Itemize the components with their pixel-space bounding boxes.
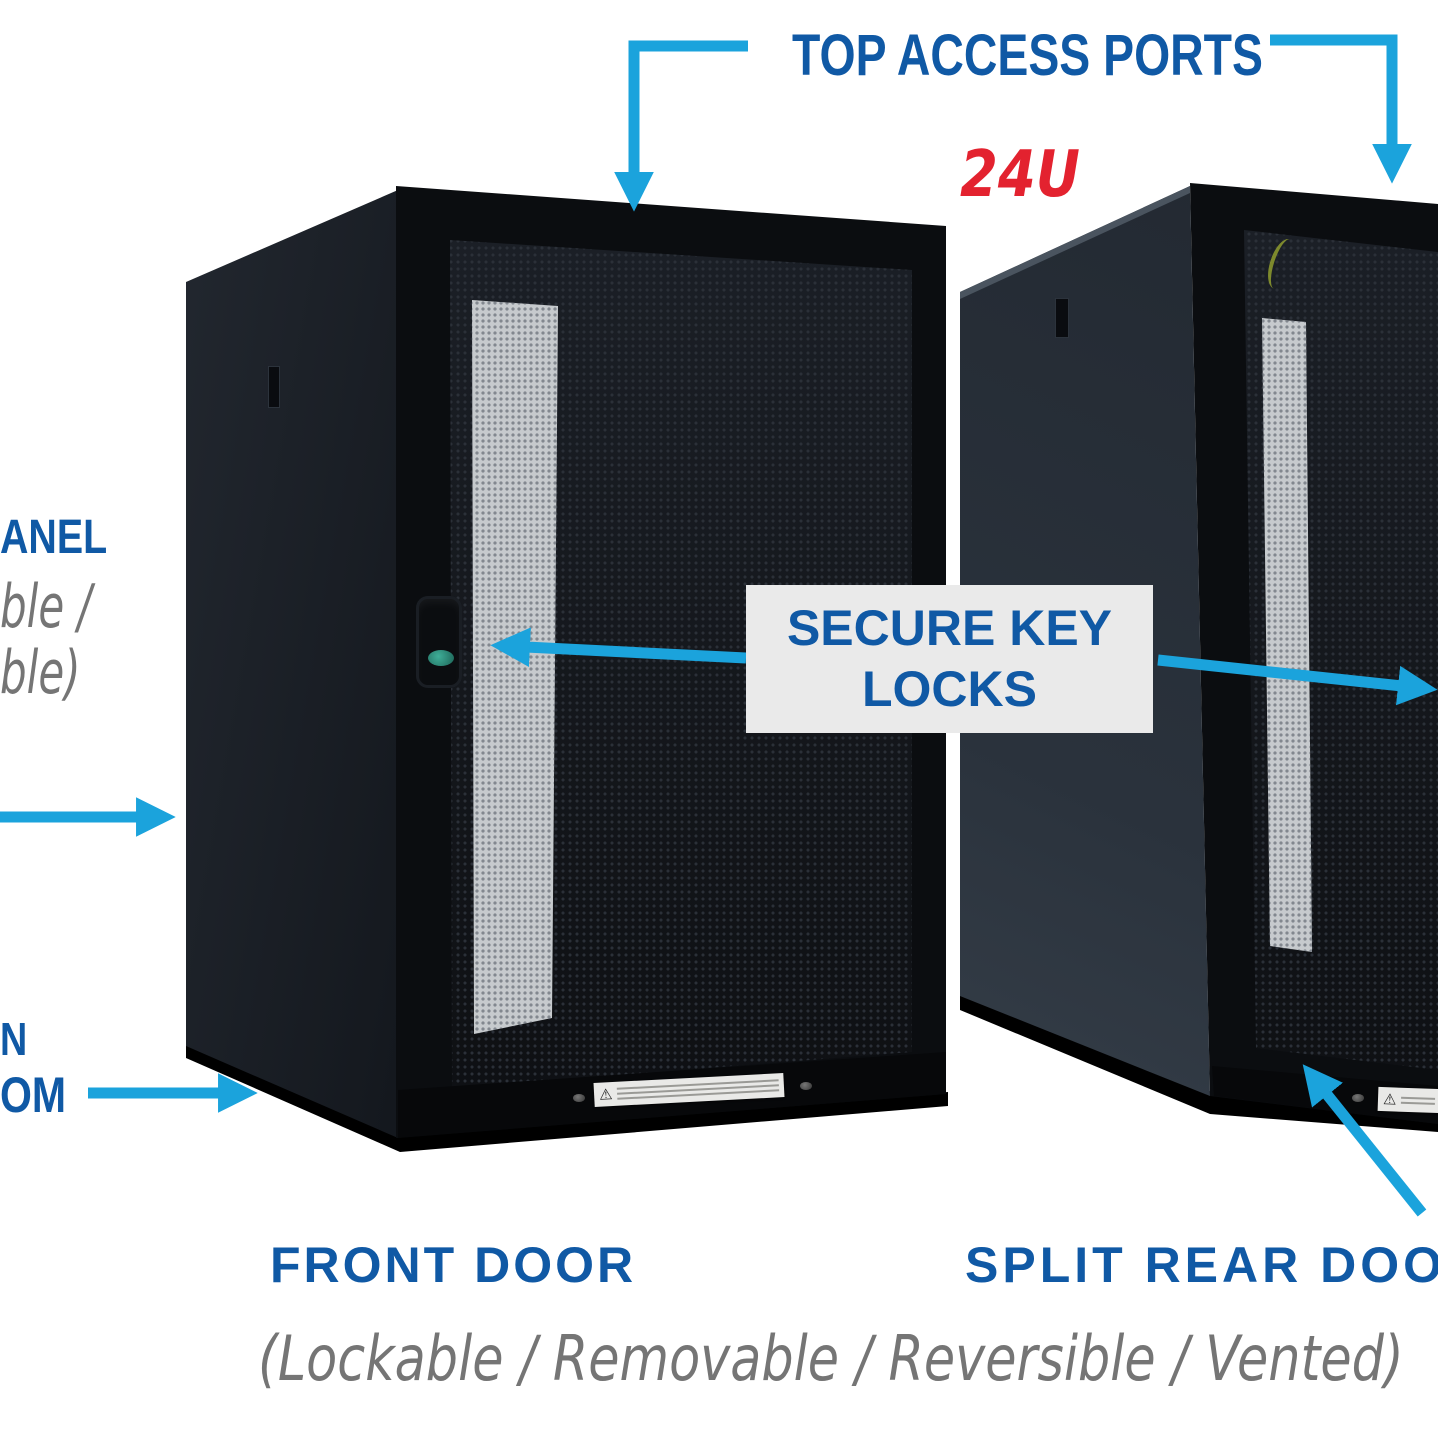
front-door-label: FRONT DOOR <box>270 1237 637 1293</box>
callout-line-1: SECURE KEY <box>786 600 1113 656</box>
arrow-top-ports-left <box>614 40 748 212</box>
callout-line-2: LOCKS <box>862 661 1037 717</box>
top-access-ports-label: TOP ACCESS PORTS <box>792 23 1263 88</box>
side-panel-label-fragment: ANEL <box>0 511 108 564</box>
right-plinth-screw <box>1352 1094 1364 1102</box>
arrow-top-ports-right <box>1270 34 1412 184</box>
split-rear-door-label: SPLIT REAR DOOR <box>965 1237 1438 1293</box>
side-panel-sub-fragment-1: ble / <box>0 572 92 642</box>
warning-triangle-icon: ⚠ <box>1382 1090 1397 1109</box>
left-side-panel-latch <box>268 366 280 408</box>
left-rack-door-handle <box>416 596 462 688</box>
side-panel-sub-fragment-2: ble) <box>0 638 81 708</box>
door-features-label: (Lockable / Removable / Reversible / Ven… <box>258 1322 1404 1395</box>
sticker-fine-print <box>1401 1096 1436 1105</box>
bottom-entry-label-fragment-2: OM <box>0 1067 67 1123</box>
right-side-panel-latch <box>1055 298 1069 338</box>
warning-triangle-icon: ⚠ <box>598 1085 614 1104</box>
rack-size-label: 24U <box>960 138 1080 212</box>
secure-key-locks-callout: SECURE KEY LOCKS <box>746 585 1153 733</box>
sticker-fine-print <box>617 1079 780 1100</box>
right-rack-warning-sticker: ⚠ <box>1377 1086 1438 1114</box>
bottom-entry-label-fragment-1: N <box>0 1013 28 1065</box>
left-plinth-screw-1 <box>573 1094 585 1102</box>
left-rack-key-lock <box>428 650 454 666</box>
left-plinth-screw-2 <box>800 1082 812 1090</box>
